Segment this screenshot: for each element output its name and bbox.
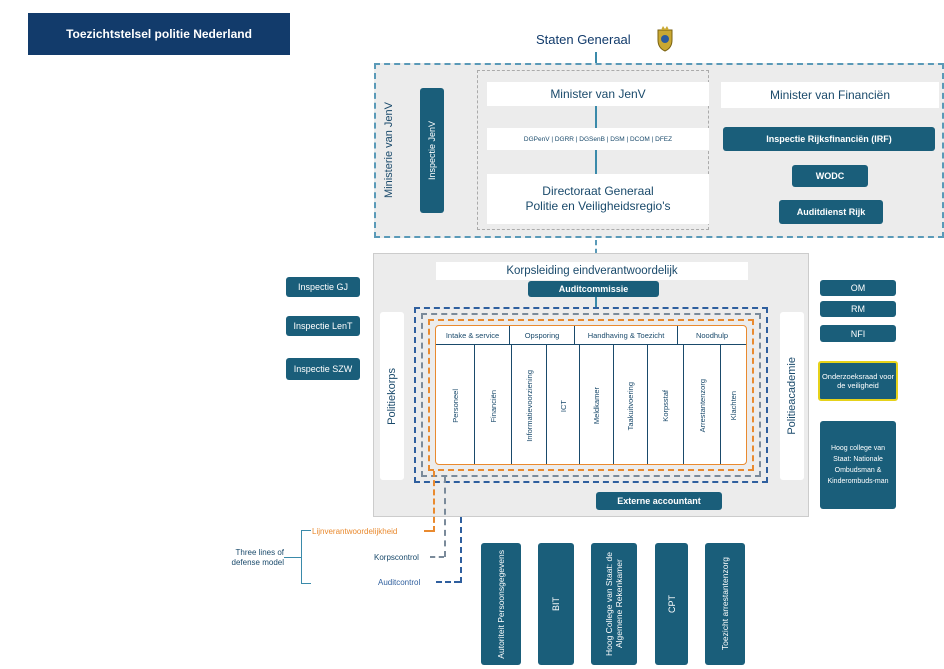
header-opsporing: Opsporing [509, 326, 574, 344]
inspectie-jenv-label: Inspectie JenV [427, 120, 437, 181]
ministerie-label: Ministerie van JenV [383, 102, 395, 199]
directoraat-box: Directoraat Generaal Politie en Veilighe… [487, 174, 709, 224]
column-taakuitvoering: Taakuitvoering [613, 345, 647, 464]
column-arrestantenzorg: Arrestantenzorg [683, 345, 720, 464]
header-intake: Intake & service [445, 330, 500, 340]
header-noodhulp: Noodhulp [677, 326, 746, 344]
lijn-label: Lijnverantwoordelijkheid [312, 527, 398, 536]
cpt-box: CPT [655, 543, 688, 665]
column-personeel: Personeel [450, 389, 460, 423]
inspectie-lent-box: Inspectie LenT [286, 316, 360, 336]
externe-accountant-box: Externe accountant [596, 492, 722, 510]
om-box: OM [820, 280, 896, 296]
header-handhaving: Handhaving & Toezicht [574, 326, 677, 344]
auditdienst-box: Auditdienst Rijk [779, 200, 883, 224]
autoriteit-persoonsgegevens-box: Autoriteit Persoonsgegevens [481, 543, 521, 665]
auditcommissie-box: Auditcommissie [528, 281, 659, 297]
wodc-box: WODC [792, 165, 868, 187]
staten-generaal-label: Staten Generaal [536, 32, 631, 47]
inspectie-szw-box: Inspectie SZW [286, 358, 360, 380]
column-korpsstaf: Korpsstaf [647, 345, 683, 464]
ministerie-label-holder: Ministerie van JenV [374, 63, 404, 238]
column-meldkamer: Meldkamer [579, 345, 613, 464]
politiekorps-label: Politiekorps [386, 367, 398, 425]
column-informatievoorziening: Informatievoorziening [511, 345, 546, 464]
minister-jenv-box: Minister van JenV [487, 82, 709, 106]
nfi-box: NFI [820, 325, 896, 342]
auditcontrol-label: Auditcontrol [378, 578, 421, 587]
toezicht-arrestantenzorg-box: Toezicht arrestantenzorg [705, 543, 745, 665]
korpscontrol-frame [421, 313, 761, 477]
minister-fin-box: Minister van Financiën [721, 82, 939, 108]
auditcontrol-frame [414, 307, 768, 483]
dg-line2: Politie en Veiligheidsregio's [525, 199, 671, 213]
inspectie-gj-box: Inspectie GJ [286, 277, 360, 297]
process-matrix: Intake & service Opsporing Handhaving & … [435, 325, 747, 465]
politieacademie-label: Politieacademie [786, 357, 798, 435]
dg-line1: Directoraat Generaal [542, 184, 654, 198]
rekenkamer-box: Hoog College van Staat: de Algemene Reke… [591, 543, 637, 665]
column-ict: ICT [546, 345, 579, 464]
politieacademie-box: Politieacademie [780, 312, 804, 480]
irf-box: Inspectie Rijksfinanciën (IRF) [723, 127, 935, 151]
rm-box: RM [820, 301, 896, 317]
korpsleiding-box: Korpsleiding eindverantwoordelijk [436, 262, 748, 280]
page-title: Toezichtstelsel politie Nederland [28, 13, 290, 55]
crest-icon [654, 26, 676, 52]
hoog-college-box: Hoog college van Staat: Nationale Ombuds… [820, 421, 896, 509]
dg-list: DGPenV | DGRR | DGSenB | DSM | DCOM | DF… [487, 128, 709, 150]
politiekorps-box: Politiekorps [380, 312, 404, 480]
column-financien: Financiën [474, 345, 511, 464]
defense-model-label: Three lines of defense model [231, 548, 284, 567]
column-klachten: Klachten [720, 345, 746, 464]
bit-box: BIT [538, 543, 574, 665]
onderzoeksraad-box: Onderzoeksraad voor de veiligheid [818, 361, 898, 401]
inspectie-jenv-box: Inspectie JenV [420, 88, 444, 213]
lijn-frame [428, 319, 754, 471]
korpscontrol-label: Korpscontrol [374, 553, 419, 562]
